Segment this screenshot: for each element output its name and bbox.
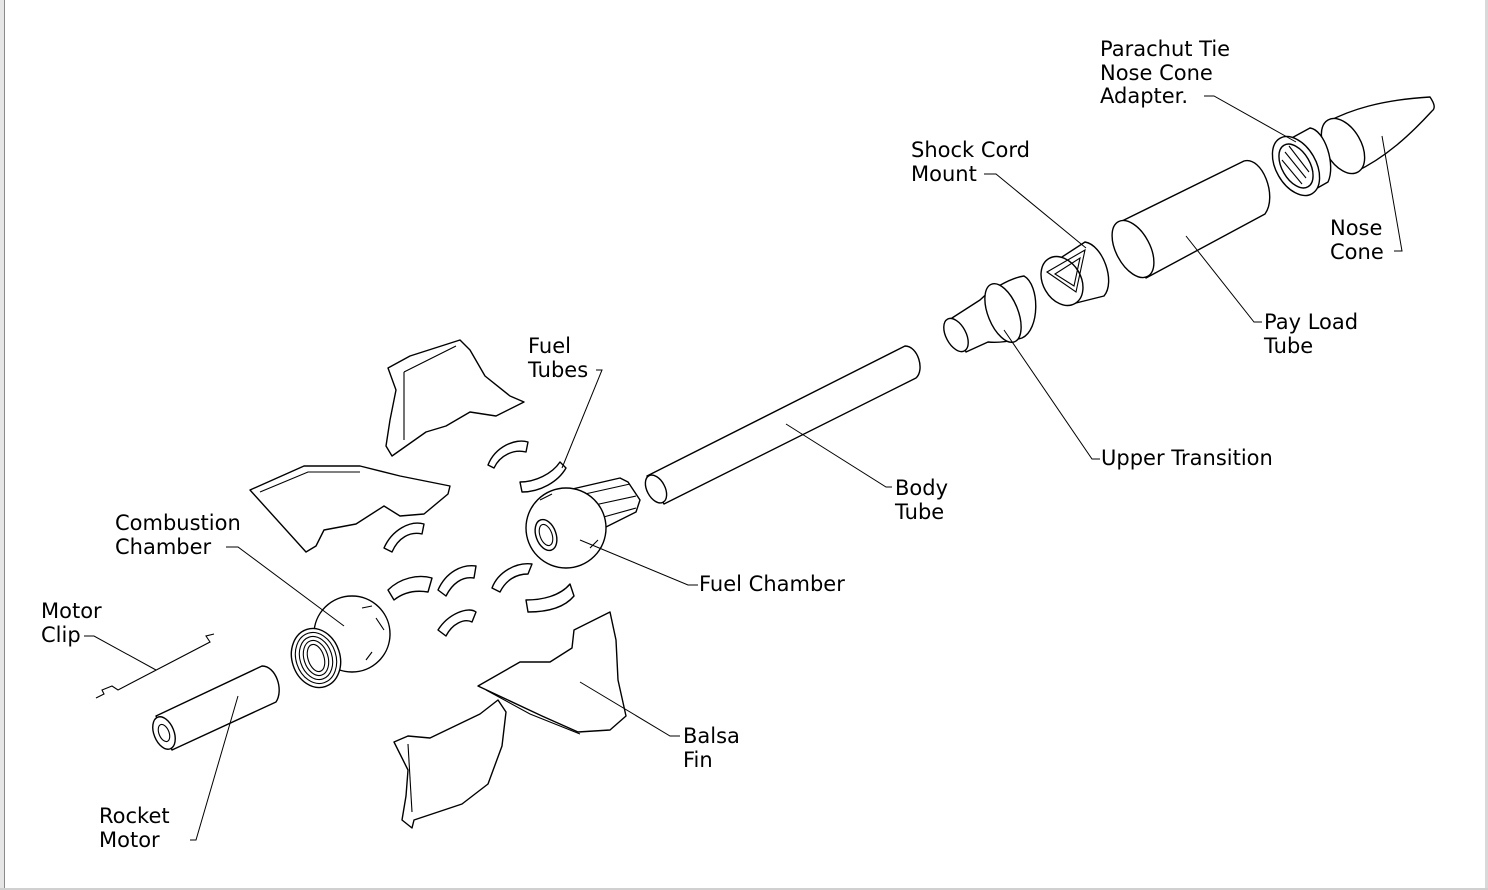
label-line: Motor xyxy=(99,827,160,852)
label-shock-cord-mount: Shock Cord Mount xyxy=(911,138,1030,186)
label-motor-clip: Motor Clip xyxy=(41,599,102,647)
label-line: Motor xyxy=(41,599,102,623)
leader-pay-load xyxy=(1185,235,1262,323)
label-upper-transition: Upper Transition xyxy=(1101,446,1273,471)
label-line: Balsa xyxy=(683,724,740,748)
leader-body-tube xyxy=(785,423,892,488)
label-pay-load-tube: Pay Load Tube xyxy=(1264,310,1359,358)
label-line: Nose xyxy=(1330,216,1383,240)
label-line: Fuel Chamber xyxy=(699,572,845,596)
fuel-chamber xyxy=(525,477,641,569)
leader-motor-clip xyxy=(84,635,157,671)
label-balsa-fin: Balsa Fin xyxy=(683,724,740,772)
label-fuel-chamber: Fuel Chamber xyxy=(699,572,845,597)
leader-fuel-chamber xyxy=(579,539,698,586)
window-frame-right xyxy=(1485,0,1488,890)
leader-parachute-tie xyxy=(1204,95,1297,143)
label-line: Fin xyxy=(683,747,713,772)
nose-cone-adapter xyxy=(1271,127,1332,197)
leader-shock-cord xyxy=(984,173,1087,249)
label-line: Tubes xyxy=(528,357,589,382)
label-body-tube: Body Tube xyxy=(895,476,949,524)
balsa-fins xyxy=(249,339,627,829)
leader-upper-transition xyxy=(1003,329,1100,460)
label-line: Shock Cord xyxy=(911,138,1030,162)
label-line: Fuel xyxy=(528,334,571,358)
leader-lines xyxy=(84,95,1403,841)
label-line: Upper Transition xyxy=(1101,446,1273,470)
combustion-chamber xyxy=(290,595,391,689)
label-fuel-tubes: Fuel Tubes xyxy=(528,334,589,382)
label-line: Nose Cone xyxy=(1100,60,1213,85)
label-nose-cone: Nose Cone xyxy=(1330,216,1384,264)
label-line: Adapter. xyxy=(1100,84,1189,108)
label-line: Rocket xyxy=(99,804,170,828)
label-parachute-tie: Parachut Tie Nose Cone Adapter. xyxy=(1100,37,1231,109)
rocket-motor xyxy=(152,665,280,751)
label-line: Body xyxy=(895,476,949,500)
label-rocket-motor: Rocket Motor xyxy=(99,804,170,852)
leader-balsa-fin xyxy=(579,681,680,737)
label-line: Tube xyxy=(895,499,945,524)
label-line: Tube xyxy=(1264,333,1314,358)
label-line: Mount xyxy=(911,161,977,186)
leader-rocket-motor xyxy=(190,695,239,841)
label-combustion-chamber: Combustion Chamber xyxy=(115,511,241,559)
label-line: Combustion xyxy=(115,511,241,535)
leader-combustion xyxy=(226,546,345,627)
fuel-tubes xyxy=(383,440,575,637)
motor-clip xyxy=(95,633,215,699)
pay-load-tube xyxy=(1111,160,1271,279)
window-frame-left xyxy=(0,0,5,890)
leader-fuel-tubes xyxy=(561,369,603,469)
label-line: Parachut Tie xyxy=(1100,37,1231,61)
shock-cord-mount xyxy=(1040,241,1110,307)
label-line: Clip xyxy=(41,622,81,647)
label-line: Pay Load xyxy=(1264,310,1359,334)
window-frame-bottom xyxy=(0,888,1488,890)
leader-nose-cone xyxy=(1381,135,1403,252)
label-line: Cone xyxy=(1330,239,1384,264)
label-line: Chamber xyxy=(115,534,212,559)
nose-cone xyxy=(1320,96,1435,175)
upper-transition xyxy=(943,275,1037,353)
body-tube xyxy=(644,345,921,505)
